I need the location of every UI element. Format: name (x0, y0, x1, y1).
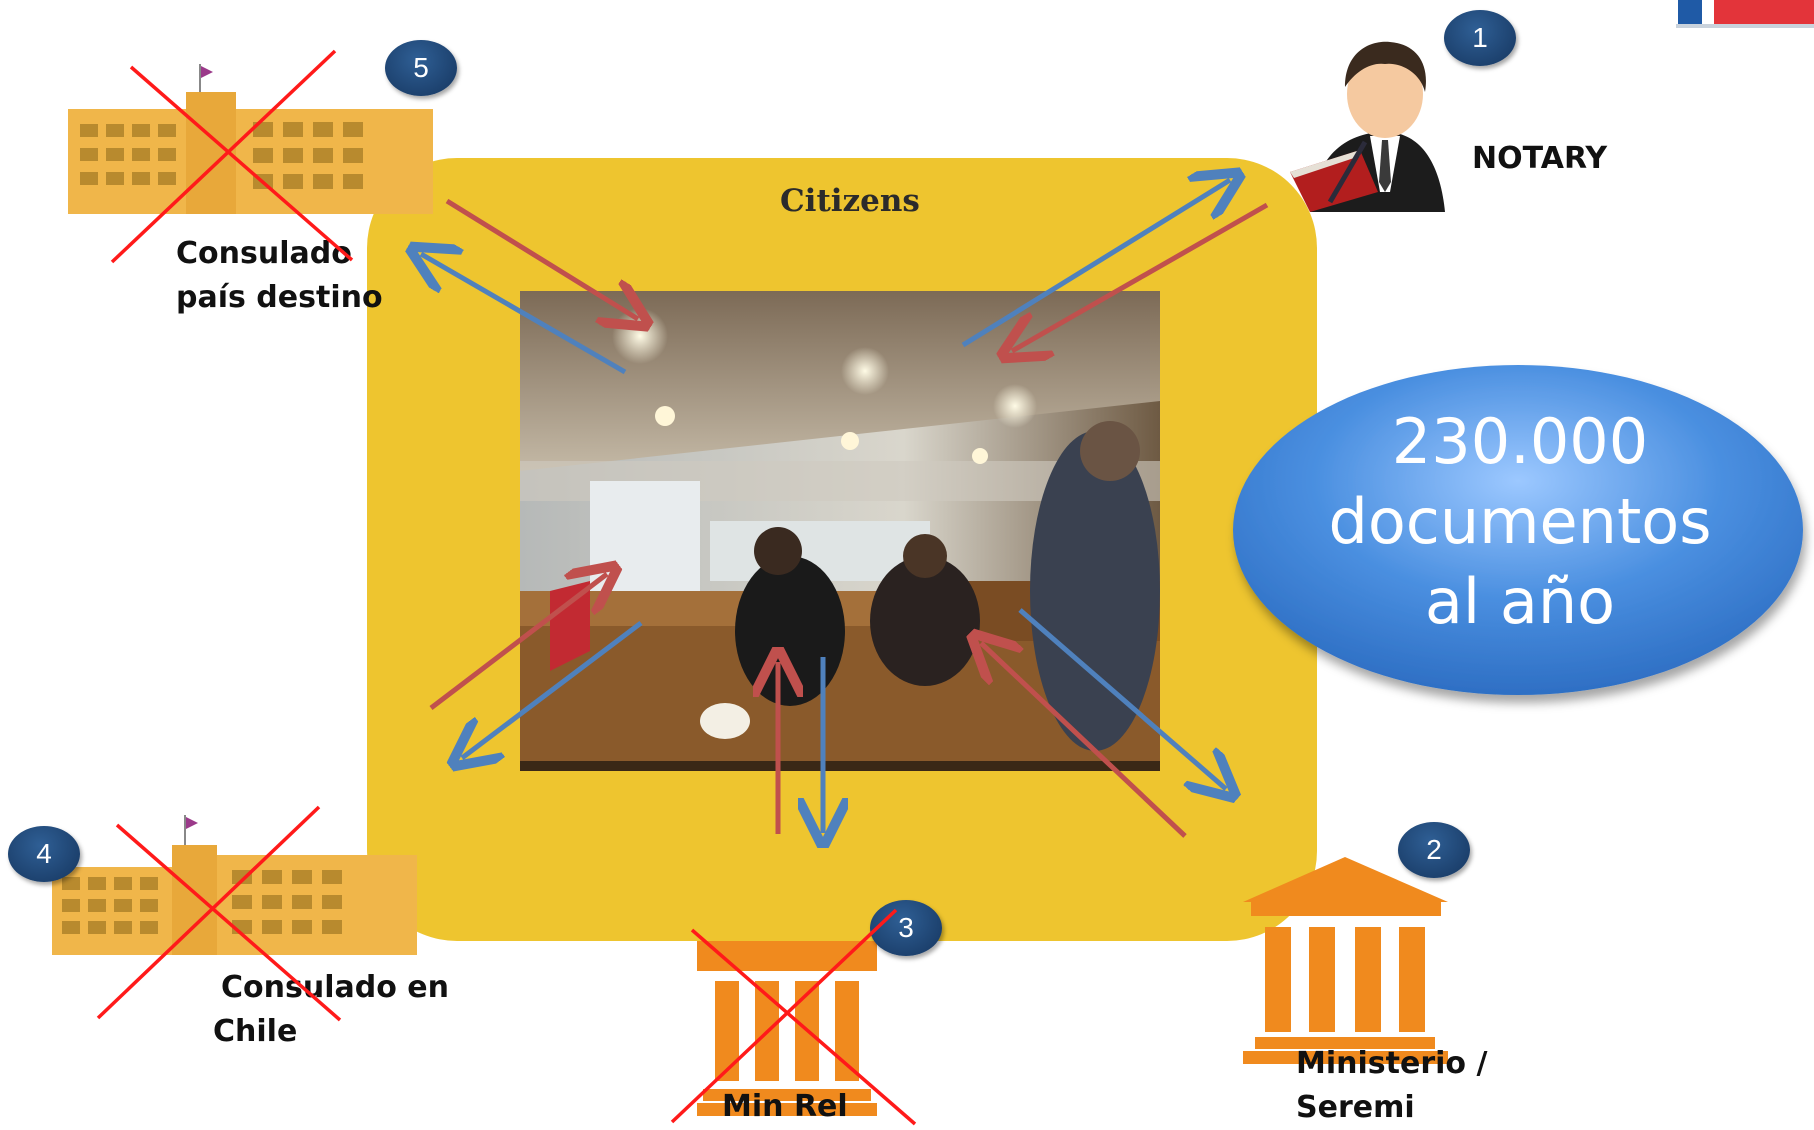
cross-icon (670, 908, 917, 1126)
stat-text: 230.000 documentos al año (1250, 402, 1790, 642)
badge-3: 3 (870, 900, 942, 956)
government-building-icon (1243, 857, 1448, 1064)
stat-period: al año (1424, 565, 1616, 638)
flag-logo (1676, 0, 1814, 30)
notary-label: NOTARY (1472, 141, 1608, 176)
consulado-chile-label: Consulado en Chile (213, 970, 449, 1049)
office-building-icon (52, 815, 417, 955)
panel-title: Citizens (780, 183, 920, 219)
minrel-label: Min Rel (722, 1089, 848, 1124)
stat-bubble (1220, 352, 1814, 722)
badge-2: 2 (1398, 822, 1470, 878)
arrow-from-ministerio (981, 643, 1187, 838)
office-building-icon (68, 64, 433, 224)
badge-4: 4 (8, 826, 80, 882)
arrow-from-consulado-destino (445, 198, 638, 319)
arrow-from-consulado-chile (429, 574, 607, 710)
cross-icon (110, 49, 354, 264)
badge-5: 5 (385, 40, 457, 96)
arrow-from-notary (1012, 202, 1269, 351)
government-building-icon (697, 941, 877, 1116)
arrow-to-consulado-destino (421, 254, 627, 375)
cross-icon (96, 805, 342, 1022)
ministerio-label: Ministerio / Seremi (1296, 1046, 1488, 1125)
consulado-destino-label: Consulado país destino (176, 236, 383, 315)
stat-value: 230.000 (1391, 405, 1649, 478)
notary-person-icon (1290, 32, 1445, 212)
arrow-to-ministerio (1018, 608, 1226, 789)
stat-unit: documentos (1328, 485, 1712, 558)
office-photo (520, 291, 1160, 771)
arrow-to-consulado-chile (462, 621, 643, 758)
badge-1: 1 (1444, 10, 1516, 66)
